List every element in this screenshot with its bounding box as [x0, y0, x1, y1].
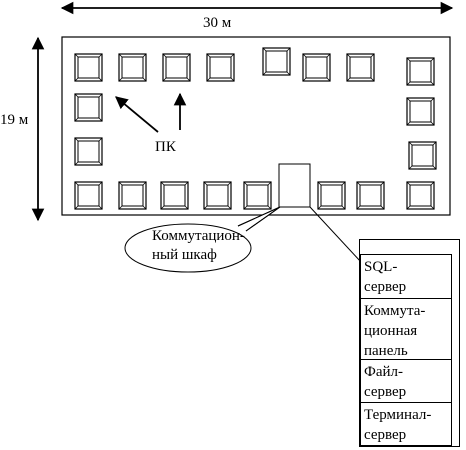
width-label: 30 м: [203, 15, 232, 31]
rack-slot-text: Файл-: [364, 364, 404, 380]
cabinet-callout-line-2: ный шкаф: [152, 247, 217, 263]
workstation-pc: [118, 181, 147, 210]
rack-slot-patch-panel: Коммута- ционная панель: [360, 298, 452, 360]
rack-slot-text: ционная: [364, 323, 418, 339]
workstation-pc: [203, 181, 232, 210]
rack-slot-sql-server: SQL- сервер: [360, 254, 452, 299]
workstation-pc: [206, 53, 235, 82]
rack-slot-terminal-server: Терминал- сервер: [360, 402, 452, 446]
workstation-pc: [406, 181, 435, 210]
rack-slot-text: Терминал-: [364, 407, 432, 423]
switching-cabinet: [278, 163, 311, 208]
workstation-pc: [74, 53, 103, 82]
workstation-pc: [262, 47, 291, 76]
workstation-pc: [74, 137, 103, 166]
cabinet-callout-bubble: [124, 223, 252, 273]
workstation-pc: [356, 181, 385, 210]
cabinet-to-rack-line: [309, 206, 362, 263]
workstation-pc: [160, 181, 189, 210]
rack-slot-text: сервер: [364, 384, 407, 400]
workstation-pc: [406, 57, 435, 86]
rack-slot-text: сервер: [364, 427, 407, 443]
rack-slot-text: сервер: [364, 279, 407, 295]
rack-slot-text: панель: [364, 343, 408, 359]
rack-slot-text: SQL-: [364, 259, 398, 275]
workstation-pc: [162, 53, 191, 82]
pc-pointer-arrow-left: [115, 96, 159, 133]
pc-label: ПК: [155, 139, 177, 155]
rack-slot-text: Коммута-: [364, 303, 426, 319]
height-label: 19 м: [0, 112, 29, 128]
workstation-pc: [243, 181, 272, 210]
workstation-pc: [118, 53, 147, 82]
workstation-group: [74, 47, 437, 210]
rack-slot-file-server: Файл- сервер: [360, 359, 452, 403]
workstation-pc: [74, 93, 103, 122]
workstation-pc: [406, 97, 435, 126]
workstation-pc: [346, 53, 375, 82]
workstation-pc: [74, 181, 103, 210]
workstation-pc: [408, 141, 437, 170]
server-rack: SQL- сервер Коммута- ционная панель Файл…: [359, 239, 460, 447]
cabinet-callout-line-1: Коммутацион-: [152, 228, 245, 244]
workstation-pc: [317, 181, 346, 210]
workstation-pc: [302, 53, 331, 82]
